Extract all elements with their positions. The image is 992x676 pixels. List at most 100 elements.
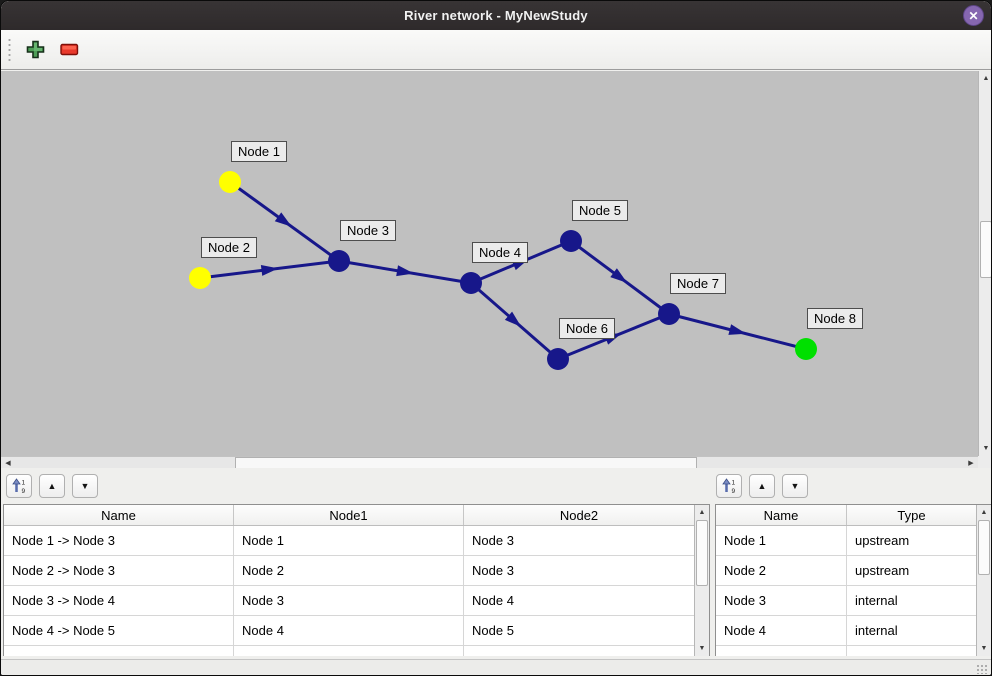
table-cell[interactable]: Node 4 -> Node 5 (4, 616, 234, 645)
node-label[interactable]: Node 3 (340, 220, 396, 241)
table-cell[interactable]: internal (855, 623, 898, 638)
node-label[interactable]: Node 5 (572, 200, 628, 221)
scroll-right-icon[interactable]: ▶ (968, 460, 974, 467)
table-row[interactable]: Node 1 upstream (716, 526, 976, 556)
table-cell[interactable]: Node 3 (234, 586, 464, 615)
canvas-horizontal-scrollbar[interactable]: ◀ ▶ (1, 456, 978, 470)
svg-text:9: 9 (732, 488, 736, 494)
table-cell[interactable] (4, 646, 234, 656)
table-cell[interactable]: Node 4 (716, 616, 847, 645)
column-header[interactable]: Name (716, 505, 847, 525)
table-row[interactable] (716, 646, 976, 656)
scroll-down-icon[interactable]: ▼ (979, 442, 991, 455)
node-table-toolbar: 1 9 ▲ ▼ (716, 474, 808, 498)
edge-table-toolbar: 1 9 ▲ ▼ (6, 474, 98, 498)
table-cell[interactable]: Node 4 (472, 593, 514, 608)
scroll-up-icon[interactable]: ▲ (695, 506, 709, 519)
edge-table-header: Name Node1 Node2 (4, 505, 694, 526)
table-cell[interactable]: internal (855, 593, 898, 608)
edge-table-scroll-thumb[interactable] (696, 520, 708, 586)
up-arrow-icon: ▲ (47, 481, 57, 491)
sort-ascending-icon: 1 9 (12, 478, 26, 494)
table-cell[interactable] (847, 646, 976, 656)
svg-text:1: 1 (732, 480, 736, 487)
edge-table-pane: 1 9 ▲ ▼ Name Node1 Node2 (1, 468, 711, 659)
table-cell[interactable] (716, 646, 847, 656)
network-node[interactable] (219, 171, 241, 193)
scroll-up-icon[interactable]: ▲ (979, 72, 991, 85)
move-up-button[interactable]: ▲ (39, 474, 65, 498)
node-table-header: Name Type (716, 505, 976, 526)
move-up-button[interactable]: ▲ (749, 474, 775, 498)
table-cell[interactable]: Node 5 (472, 623, 514, 638)
canvas-vertical-scrollbar[interactable]: ▲ ▼ (978, 71, 991, 456)
table-cell[interactable]: Node 3 (472, 533, 514, 548)
table-row[interactable]: Node 2 upstream (716, 556, 976, 586)
down-arrow-icon: ▼ (790, 481, 800, 491)
table-cell[interactable]: Node 1 (234, 526, 464, 555)
table-cell[interactable]: Node 2 (234, 556, 464, 585)
edge-arrowhead-icon (504, 311, 522, 327)
table-row[interactable]: Node 4 internal (716, 616, 976, 646)
close-button[interactable]: ✕ (963, 5, 984, 26)
scroll-left-icon[interactable]: ◀ (5, 460, 11, 467)
node-label[interactable]: Node 6 (559, 318, 615, 339)
sort-button[interactable]: 1 9 (716, 474, 742, 498)
toolbar-drag-handle[interactable] (7, 36, 12, 63)
node-table-scrollbar[interactable]: ▲ ▼ (976, 505, 991, 656)
node-label[interactable]: Node 7 (670, 273, 726, 294)
table-cell[interactable]: Node 3 (716, 586, 847, 615)
column-header[interactable]: Name (4, 505, 234, 525)
node-label[interactable]: Node 2 (201, 237, 257, 258)
resize-grip[interactable] (976, 664, 988, 674)
table-cell[interactable] (234, 646, 464, 656)
move-down-button[interactable]: ▼ (782, 474, 808, 498)
network-node[interactable] (460, 272, 482, 294)
edge-arrowhead-icon (728, 324, 747, 335)
network-node[interactable] (560, 230, 582, 252)
node-label[interactable]: Node 1 (231, 141, 287, 162)
scrollbar-corner (978, 456, 991, 471)
edge-table-scrollbar[interactable]: ▲ ▼ (694, 505, 709, 656)
node-label[interactable]: Node 4 (472, 242, 528, 263)
scroll-up-icon[interactable]: ▲ (977, 506, 991, 519)
node-table-scroll-thumb[interactable] (978, 520, 990, 575)
network-node[interactable] (547, 348, 569, 370)
column-header[interactable]: Type (897, 507, 926, 523)
table-row[interactable] (4, 646, 694, 656)
add-branch-button[interactable] (22, 37, 48, 63)
table-cell[interactable]: Node 2 -> Node 3 (4, 556, 234, 585)
network-node[interactable] (328, 250, 350, 272)
table-cell[interactable]: Node 3 (472, 563, 514, 578)
network-node[interactable] (795, 338, 817, 360)
table-cell[interactable]: Node 1 -> Node 3 (4, 526, 234, 555)
river-network-canvas[interactable]: Node 1 Node 2 Node 3 Node 4 Node 5 Node 6 Node… (1, 71, 978, 456)
title-bar: River network - MyNewStudy ✕ (1, 1, 991, 30)
table-cell[interactable]: Node 4 (234, 616, 464, 645)
network-node[interactable] (658, 303, 680, 325)
column-header[interactable]: Node2 (559, 507, 599, 523)
scroll-down-icon[interactable]: ▼ (695, 642, 709, 655)
node-label[interactable]: Node 8 (807, 308, 863, 329)
table-cell[interactable]: upstream (855, 563, 910, 578)
network-node[interactable] (189, 267, 211, 289)
remove-branch-button[interactable] (56, 37, 82, 63)
canvas-vscroll-thumb[interactable] (980, 221, 991, 278)
sort-ascending-icon: 1 9 (722, 478, 736, 494)
move-down-button[interactable]: ▼ (72, 474, 98, 498)
network-canvas-svg[interactable] (1, 71, 978, 456)
table-cell[interactable]: Node 2 (716, 556, 847, 585)
scroll-down-icon[interactable]: ▼ (977, 642, 991, 655)
sort-button[interactable]: 1 9 (6, 474, 32, 498)
table-cell[interactable]: upstream (855, 533, 910, 548)
table-cell[interactable] (464, 646, 694, 656)
column-header[interactable]: Node1 (234, 505, 464, 525)
table-row[interactable]: Node 3 internal (716, 586, 976, 616)
table-cell[interactable]: Node 1 (716, 526, 847, 555)
table-cell[interactable]: Node 3 -> Node 4 (4, 586, 234, 615)
